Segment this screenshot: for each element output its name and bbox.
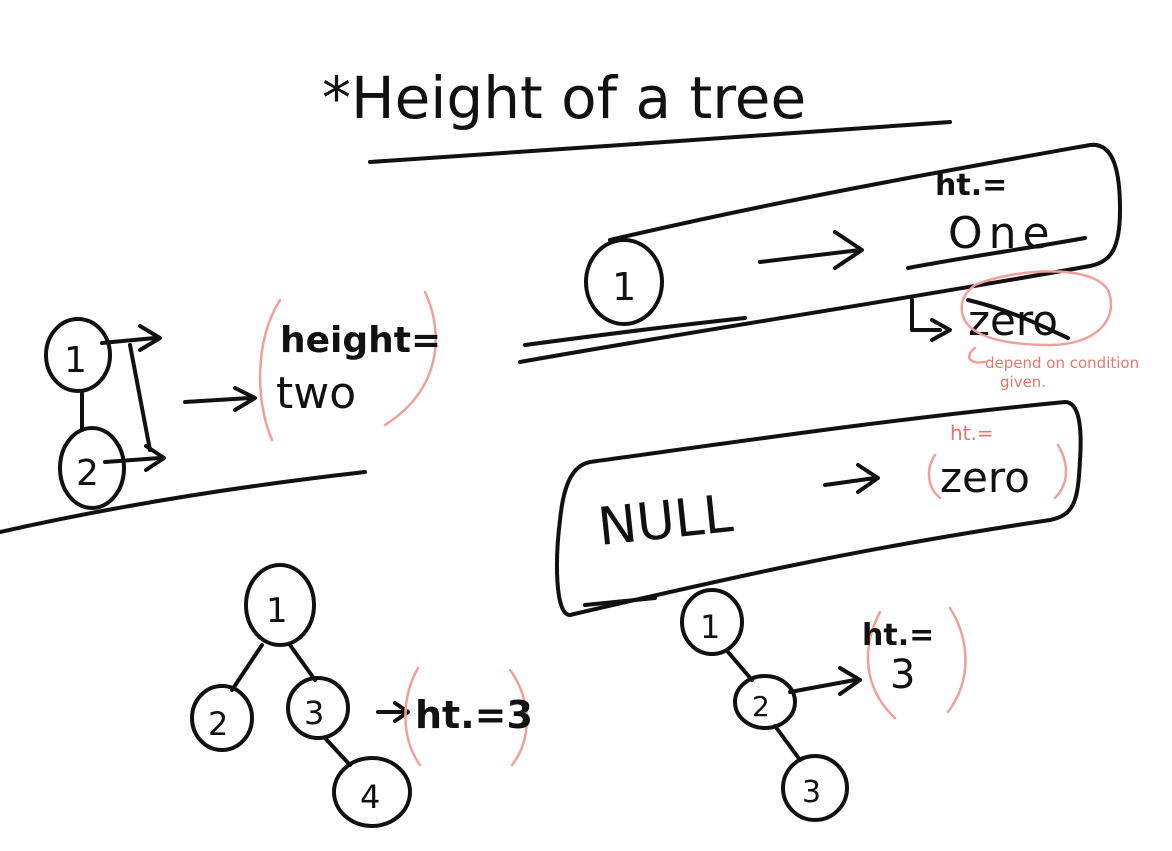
tree4-left-bracket xyxy=(404,666,422,767)
tree4-node-3-circle xyxy=(286,676,350,740)
chain-edge-1-2 xyxy=(726,650,754,682)
two-nodes-2-pointer xyxy=(103,456,162,464)
single-node-arrow xyxy=(758,248,862,264)
chain-node-1-circle xyxy=(680,588,744,656)
null-ht-label: ht.= xyxy=(950,421,994,445)
tree4-node-1-label: 1 xyxy=(266,591,288,631)
chain-value: 3 xyxy=(890,652,915,698)
null-arrow-head xyxy=(856,463,880,494)
example-chain: 1 2 3 ht.= 3 xyxy=(680,588,967,822)
chain-ht-label: ht.= xyxy=(862,618,934,653)
two-nodes-2-label: 2 xyxy=(76,453,99,494)
tree4-node-4-label: 4 xyxy=(360,778,380,816)
two-nodes-height-label: height= xyxy=(280,320,441,361)
two-nodes-edge-right xyxy=(128,343,152,452)
chain-right-bracket xyxy=(946,606,967,714)
two-nodes-left-bracket xyxy=(258,298,282,442)
alternative-hook xyxy=(910,298,942,332)
tree4-result: ht.=3 xyxy=(415,693,533,737)
null-right-bracket xyxy=(1053,443,1068,500)
chain-arrow-head xyxy=(838,666,862,696)
chain-node-2-label: 2 xyxy=(752,690,770,723)
title-underline xyxy=(368,120,952,164)
tree4-node-1-circle xyxy=(244,563,316,647)
chain-left-bracket xyxy=(866,610,897,720)
chain-node-3-circle xyxy=(781,754,849,822)
single-node-arrow-head xyxy=(833,230,864,270)
single-node-baseline xyxy=(523,316,747,347)
tree4-node-3-label: 3 xyxy=(304,694,324,732)
alternative-strikethrough xyxy=(966,298,1070,340)
two-nodes-separator xyxy=(0,470,367,534)
example-single-node: 1 ht.= One zero depend on condition give… xyxy=(518,142,1139,391)
note-line-2: given. xyxy=(1000,373,1046,391)
note-line-1: depend on condition xyxy=(985,354,1139,372)
two-nodes-1-pointer xyxy=(100,336,157,345)
example-null: NULL ht.= zero xyxy=(555,400,1083,617)
single-node-box-border xyxy=(518,142,1122,364)
two-nodes-1-label: 1 xyxy=(64,340,87,381)
single-node-1-circle xyxy=(584,238,664,326)
page-title: *Height of a tree xyxy=(322,64,806,132)
alternative-red-circle xyxy=(960,270,1113,347)
two-nodes-1-pointer-head xyxy=(138,324,162,352)
example-four-nodes: 1 2 3 4 ht.=3 xyxy=(190,563,533,828)
null-arrow xyxy=(823,476,877,487)
two-nodes-2-circle xyxy=(58,426,126,510)
single-node-1-label: 1 xyxy=(612,265,636,309)
single-node-value-underline xyxy=(906,236,1087,270)
chain-node-3-label: 3 xyxy=(802,775,821,810)
tree4-arrow-head xyxy=(393,701,410,723)
null-box-baseline xyxy=(583,596,657,607)
tree4-node-4-circle xyxy=(332,756,412,828)
tree4-edge-3-4 xyxy=(323,736,352,767)
note-hook xyxy=(968,346,987,364)
tree4-edge-1-2 xyxy=(230,643,264,692)
tree4-right-bracket xyxy=(508,668,528,767)
two-nodes-arrow-head xyxy=(233,386,257,412)
null-value: zero xyxy=(940,453,1030,502)
two-nodes-arrow xyxy=(183,396,252,404)
two-nodes-right-bracket xyxy=(383,290,437,427)
tree4-edge-1-3 xyxy=(288,643,317,682)
null-box-border xyxy=(555,400,1083,617)
alternative-arrow-head xyxy=(930,318,952,342)
chain-arrow xyxy=(788,678,857,694)
two-nodes-2-pointer-head xyxy=(144,444,166,472)
null-input: NULL xyxy=(595,484,735,558)
chain-node-1-label: 1 xyxy=(700,608,720,646)
null-left-bracket xyxy=(927,453,942,500)
two-nodes-1-circle xyxy=(44,317,112,393)
tree4-node-2-label: 2 xyxy=(208,705,228,743)
chain-node-2-circle xyxy=(733,674,797,730)
chain-edge-2-3 xyxy=(773,724,802,762)
tree4-node-2-circle xyxy=(190,684,254,752)
title-group: *Height of a tree xyxy=(322,64,952,164)
example-two-nodes: 1 2 height= two xyxy=(0,290,441,534)
single-node-ht-label: ht.= xyxy=(935,168,1007,203)
two-nodes-value: two xyxy=(276,368,356,419)
